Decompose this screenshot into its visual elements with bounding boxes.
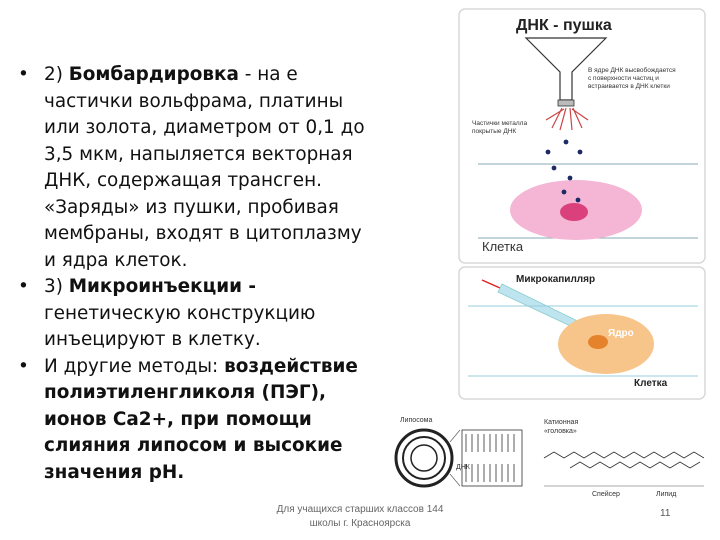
bullet-item: •3) Микроинъекции -генетическую конструк… bbox=[18, 274, 438, 354]
bullet-text: или золота, диаметром от 0,1 до bbox=[44, 117, 365, 138]
bullet-line: слияния липосом и высокие bbox=[44, 433, 438, 460]
liposome-diagram: Липосома ДНК Катионная «головка» Спейсер… bbox=[394, 417, 705, 498]
footer: Для учащихся старших классов 144 школы г… bbox=[262, 503, 458, 531]
liposome-inner-ring bbox=[402, 436, 446, 480]
bullet-line: 3) Микроинъекции - bbox=[44, 274, 438, 301]
bullet-text: мембраны, входят в цитоплазму bbox=[44, 223, 362, 244]
bullet-text: «Заряды» из пушки, пробивая bbox=[44, 196, 339, 218]
bullet-text: - на е bbox=[238, 64, 298, 85]
bullet-line: ионов Са2+, при помощи bbox=[44, 407, 438, 434]
bullet-marker: • bbox=[18, 355, 29, 377]
gun-cell-label: Клетка bbox=[482, 239, 524, 254]
lipid-label: Липид bbox=[656, 491, 676, 498]
bullet-line: или золота, диаметром от 0,1 до bbox=[44, 115, 438, 142]
page-number: 11 bbox=[660, 508, 671, 519]
bullet-text: и ядра клеток. bbox=[44, 249, 188, 271]
bullet-text: Бомбардировка bbox=[68, 64, 239, 85]
particles-label-line-2: покрытые ДНК bbox=[472, 128, 516, 135]
particles-label-line-1: Частички металла bbox=[472, 120, 527, 127]
bullet-text: Микроинъекции - bbox=[68, 276, 257, 297]
micro-cell-label: Клетка bbox=[634, 378, 668, 389]
bullet-line: частички вольфрама, платины bbox=[44, 89, 438, 116]
bullet-text: 2) bbox=[44, 64, 69, 85]
bilayer-zoom bbox=[461, 429, 523, 487]
gun-nozzle bbox=[557, 99, 575, 107]
bullet-text: полиэтиленгликоля (ПЭГ), bbox=[44, 382, 326, 403]
metal-particles bbox=[545, 139, 583, 203]
bullet-text: И другие методы: bbox=[44, 355, 225, 377]
bullet-text: значения рН. bbox=[44, 461, 185, 483]
liposome-label: Липосома bbox=[400, 417, 432, 424]
footer-line-1: Для учащихся старших классов 144 bbox=[276, 504, 444, 515]
lipid-chain-upper bbox=[543, 451, 705, 459]
bullet-line: ДНК, содержащая трансген. bbox=[44, 168, 438, 195]
bullet-line: 2) Бомбардировка - на е bbox=[44, 62, 438, 89]
bullet-line: 3,5 мкм, напыляется векторная bbox=[44, 142, 438, 169]
micro-nucleus bbox=[588, 335, 608, 349]
bullet-text: воздействие bbox=[224, 355, 358, 377]
bullet-text: слияния липосом и высокие bbox=[44, 435, 343, 456]
bullet-line: мембраны, входят в цитоплазму bbox=[44, 221, 438, 248]
capillary-arrow bbox=[481, 279, 501, 289]
bullet-text: генетическую конструкцию bbox=[44, 302, 316, 324]
microinjection-diagram: Микрокапилляр Ядро Клетка bbox=[458, 266, 706, 400]
gun-note-line-3: встраивается в ДНК клетки bbox=[588, 83, 670, 90]
liposome-core bbox=[410, 444, 438, 472]
footer-line-2: школы г. Красноярска bbox=[309, 518, 411, 529]
gun-title: ДНК - пушка bbox=[516, 17, 612, 34]
bullet-line: значения рН. bbox=[44, 460, 438, 487]
bullet-line: И другие методы: воздействие bbox=[44, 354, 438, 381]
lipid-chain-lower bbox=[569, 461, 701, 469]
capillary-label: Микрокапилляр bbox=[516, 274, 595, 285]
bullet-line: инъецируют в клетку. bbox=[44, 327, 438, 354]
bullet-text: инъецируют в клетку. bbox=[44, 329, 261, 350]
bullet-line: и ядра клеток. bbox=[44, 248, 438, 275]
bullet-text: частички вольфрама, платины bbox=[44, 90, 344, 112]
dna-label: ДНК bbox=[456, 464, 471, 471]
cell-nucleus bbox=[560, 203, 588, 221]
dna-gun-diagram: ДНК - пушка В ядре ДНК высвобождается с … bbox=[458, 8, 706, 264]
bullet-marker: • bbox=[18, 64, 29, 85]
gun-spray bbox=[545, 107, 589, 131]
gun-note-line-2: с поверхности частиц и bbox=[588, 75, 659, 82]
bullet-text: ионов Са2+, при помощи bbox=[44, 408, 312, 430]
liposome-zoom-line-top bbox=[449, 429, 461, 443]
bullet-line: «Заряды» из пушки, пробивая bbox=[44, 195, 438, 222]
bullet-line: полиэтиленгликоля (ПЭГ), bbox=[44, 380, 438, 407]
bullet-text: 3) bbox=[44, 276, 69, 297]
liposome-outer-ring bbox=[394, 428, 454, 488]
bullet-marker: • bbox=[18, 276, 29, 297]
spacer-label: Спейсер bbox=[592, 490, 620, 498]
head-label-line-1: Катионная bbox=[544, 419, 578, 426]
liposome-zoom-line-bottom bbox=[449, 473, 461, 487]
bullet-text: 3,5 мкм, напыляется векторная bbox=[44, 143, 353, 165]
bullet-line: генетическую конструкцию bbox=[44, 301, 438, 328]
gun-note-line-1: В ядре ДНК высвобождается bbox=[588, 66, 676, 74]
nucleus-label: Ядро bbox=[608, 328, 634, 339]
bullet-text: ДНК, содержащая трансген. bbox=[44, 170, 322, 191]
head-label-line-2: «головка» bbox=[544, 428, 577, 435]
